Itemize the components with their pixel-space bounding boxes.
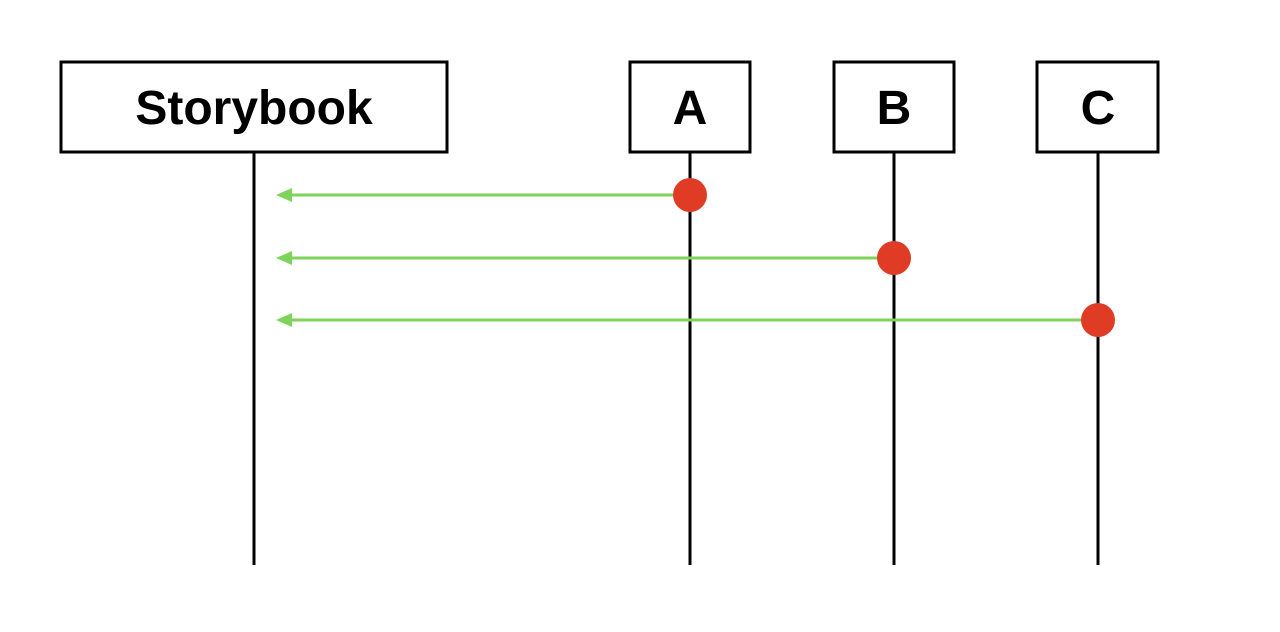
participant-box-b — [832, 60, 956, 154]
participant-label-storybook: Storybook — [135, 82, 373, 135]
message-c-to-storybook — [276, 303, 1115, 337]
participant-label-c: C — [1081, 82, 1116, 135]
participant-a: A — [628, 60, 752, 154]
participant-storybook: Storybook — [59, 60, 449, 154]
arrow-head-icon — [276, 313, 292, 327]
participant-box-a — [628, 60, 752, 154]
participant-label-b: B — [877, 82, 912, 135]
participant-box-storybook — [59, 60, 449, 154]
participant-c: C — [1035, 60, 1160, 154]
message-a-to-storybook — [276, 178, 707, 212]
participant-box-c — [1035, 60, 1160, 154]
message-b-to-storybook — [276, 241, 911, 275]
origin-dot-b — [877, 241, 911, 275]
origin-dot-c — [1081, 303, 1115, 337]
participant-b: B — [832, 60, 956, 154]
arrow-head-icon — [276, 251, 292, 265]
origin-dot-a — [673, 178, 707, 212]
arrow-head-icon — [276, 188, 292, 202]
participant-label-a: A — [673, 82, 708, 135]
